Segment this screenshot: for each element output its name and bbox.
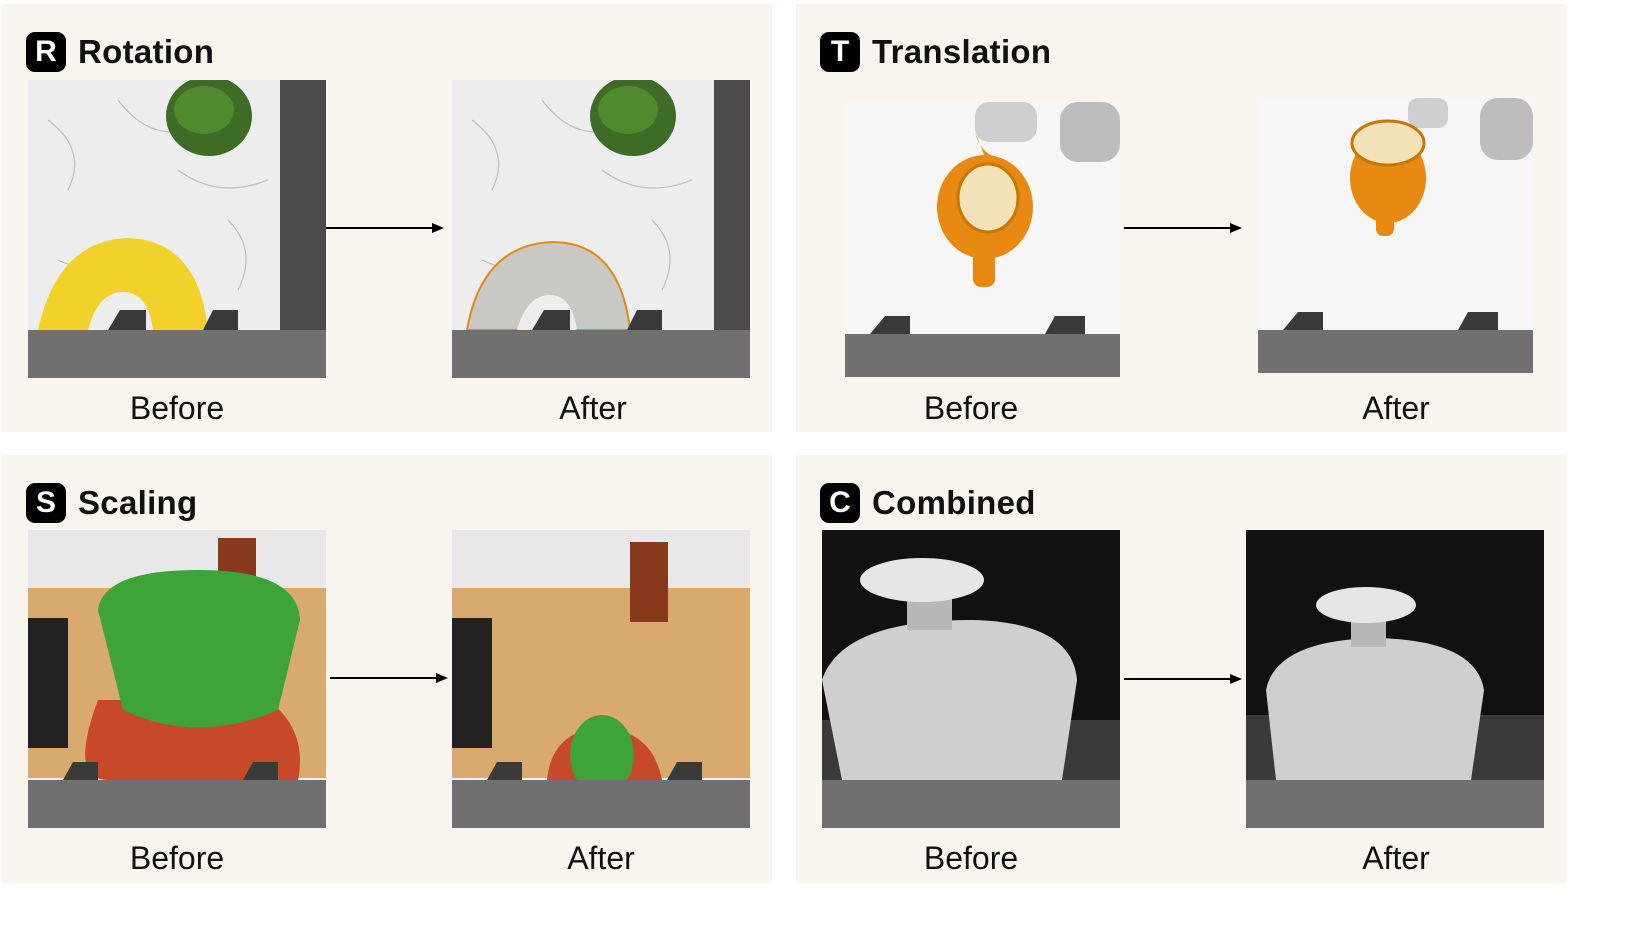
- translation-title: Translation: [872, 33, 1052, 70]
- rotation-badge: R: [26, 32, 66, 72]
- translation-header: T Translation: [820, 32, 1051, 72]
- scaling-header: S Scaling: [26, 483, 197, 523]
- scaling-before-image: [28, 530, 326, 828]
- scaling-title: Scaling: [78, 484, 198, 521]
- rotation-arrow: [326, 222, 446, 234]
- scaling-panel: S Scaling Before After: [2, 455, 772, 883]
- rotation-panel: R Rotation Before After: [2, 4, 772, 432]
- rotation-title: Rotation: [78, 33, 215, 70]
- combined-panel: C Combined Before After: [796, 455, 1566, 883]
- combined-before-caption: Before: [923, 840, 1019, 876]
- scaling-badge: S: [26, 483, 66, 523]
- translation-badge: T: [820, 32, 860, 72]
- scaling-after-image: [452, 530, 750, 828]
- rotation-before-image: [28, 80, 326, 378]
- translation-arrow: [1124, 222, 1244, 234]
- scaling-arrow: [330, 672, 450, 684]
- combined-after-caption: After: [1362, 840, 1430, 876]
- translation-before-caption: Before: [923, 390, 1019, 426]
- rotation-after-image: [452, 80, 750, 378]
- combined-after-image: [1246, 530, 1544, 828]
- combined-before-image: [822, 530, 1120, 828]
- translation-before-image: [845, 102, 1120, 377]
- combined-title: Combined: [872, 484, 1036, 521]
- combined-header: C Combined: [820, 483, 1036, 523]
- combined-badge: C: [820, 483, 860, 523]
- translation-after-image: [1258, 98, 1533, 373]
- rotation-before-caption: Before: [129, 390, 225, 426]
- rotation-after-caption: After: [559, 390, 627, 426]
- combined-arrow: [1124, 673, 1244, 685]
- scaling-before-caption: Before: [129, 840, 225, 876]
- scaling-after-caption: After: [567, 840, 635, 876]
- translation-after-caption: After: [1362, 390, 1430, 426]
- rotation-header: R Rotation: [26, 32, 214, 72]
- translation-panel: T Translation Before After: [796, 4, 1566, 432]
